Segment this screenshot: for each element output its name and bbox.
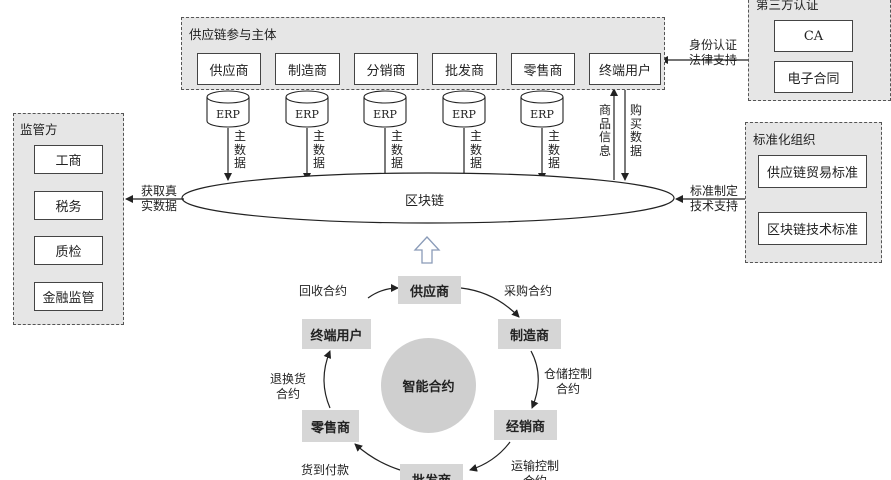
contract-node-manufacturer: 制造商 (498, 319, 561, 349)
regulator-business: 工商 (34, 145, 103, 174)
participants-title: 供应链参与主体 (189, 27, 277, 42)
third-party-ca: CA (774, 20, 853, 52)
contract-cycle (323, 284, 539, 472)
contract-recycle-label: 回收合约 (298, 284, 347, 298)
third-party-e-contract: 电子合同 (774, 61, 853, 93)
regulators-arrow-label: 获取真实数据 (140, 184, 177, 213)
regulator-finance: 金融监管 (34, 282, 103, 311)
erp-cylinder (520, 90, 564, 128)
third-party-arrow-label: 身份认证法律支持 (688, 38, 737, 67)
regulator-tax: 税务 (34, 191, 103, 220)
hollow-up-arrow (413, 236, 441, 264)
blockchain-label: 区块链 (405, 194, 445, 209)
participants-group (181, 17, 665, 90)
smart-contract-center: 智能合约 (381, 338, 476, 433)
end-user-arrows (610, 88, 629, 181)
contract-node-supplier: 供应商 (398, 276, 461, 304)
participant-supplier: 供应商 (197, 53, 261, 85)
participant-wholesaler: 批发商 (432, 53, 497, 85)
master-data-label: 主数据 (547, 129, 560, 170)
erp-cylinder (363, 90, 407, 128)
erp-label: ERP (452, 108, 476, 121)
contract-return-label: 退换货合约 (269, 372, 306, 401)
contract-node-distributor: 经销商 (494, 410, 557, 440)
erp-label: ERP (530, 108, 554, 121)
contract-node-retailer: 零售商 (302, 410, 359, 442)
regulator-quality: 质检 (34, 236, 103, 265)
blockchain-ellipse (181, 172, 675, 224)
participant-end-user: 终端用户 (589, 53, 661, 85)
standard-supply-chain-trade: 供应链贸易标准 (758, 155, 867, 188)
erp-label: ERP (216, 108, 240, 121)
third-party-title: 第三方认证 (756, 0, 819, 12)
master-data-label: 主数据 (469, 129, 482, 170)
master-data-label: 主数据 (312, 129, 325, 170)
participant-manufacturer: 制造商 (275, 53, 340, 85)
erp-label: ERP (373, 108, 397, 121)
standards-arrow-label: 标准制定技术支持 (689, 184, 738, 213)
contract-node-wholesaler: 批发商 (400, 464, 463, 480)
master-data-label: 主数据 (233, 129, 246, 170)
contract-storage-label: 仓储控制合约 (543, 367, 592, 396)
participant-distributor: 分销商 (354, 53, 418, 85)
contract-procure-label: 采购合约 (503, 284, 552, 298)
purchase-data-label: 购买数据 (629, 103, 642, 158)
contract-cod-label: 货到付款 (300, 463, 349, 477)
erp-cylinder (206, 90, 250, 128)
erp-label: ERP (295, 108, 319, 121)
standards-title: 标准化组织 (753, 132, 816, 147)
participant-retailer: 零售商 (511, 53, 575, 85)
product-info-label: 商品信息 (598, 103, 611, 158)
regulators-title: 监管方 (20, 122, 58, 137)
contract-transport-label: 运输控制合约 (510, 459, 559, 480)
contract-node-end-user: 终端用户 (302, 319, 371, 349)
master-data-label: 主数据 (390, 129, 403, 170)
erp-cylinders (206, 90, 564, 128)
standard-blockchain-tech: 区块链技术标准 (758, 212, 867, 245)
erp-cylinder (285, 90, 329, 128)
side-arrows (125, 56, 748, 203)
erp-cylinder (442, 90, 486, 128)
master-data-arrows (224, 128, 546, 181)
